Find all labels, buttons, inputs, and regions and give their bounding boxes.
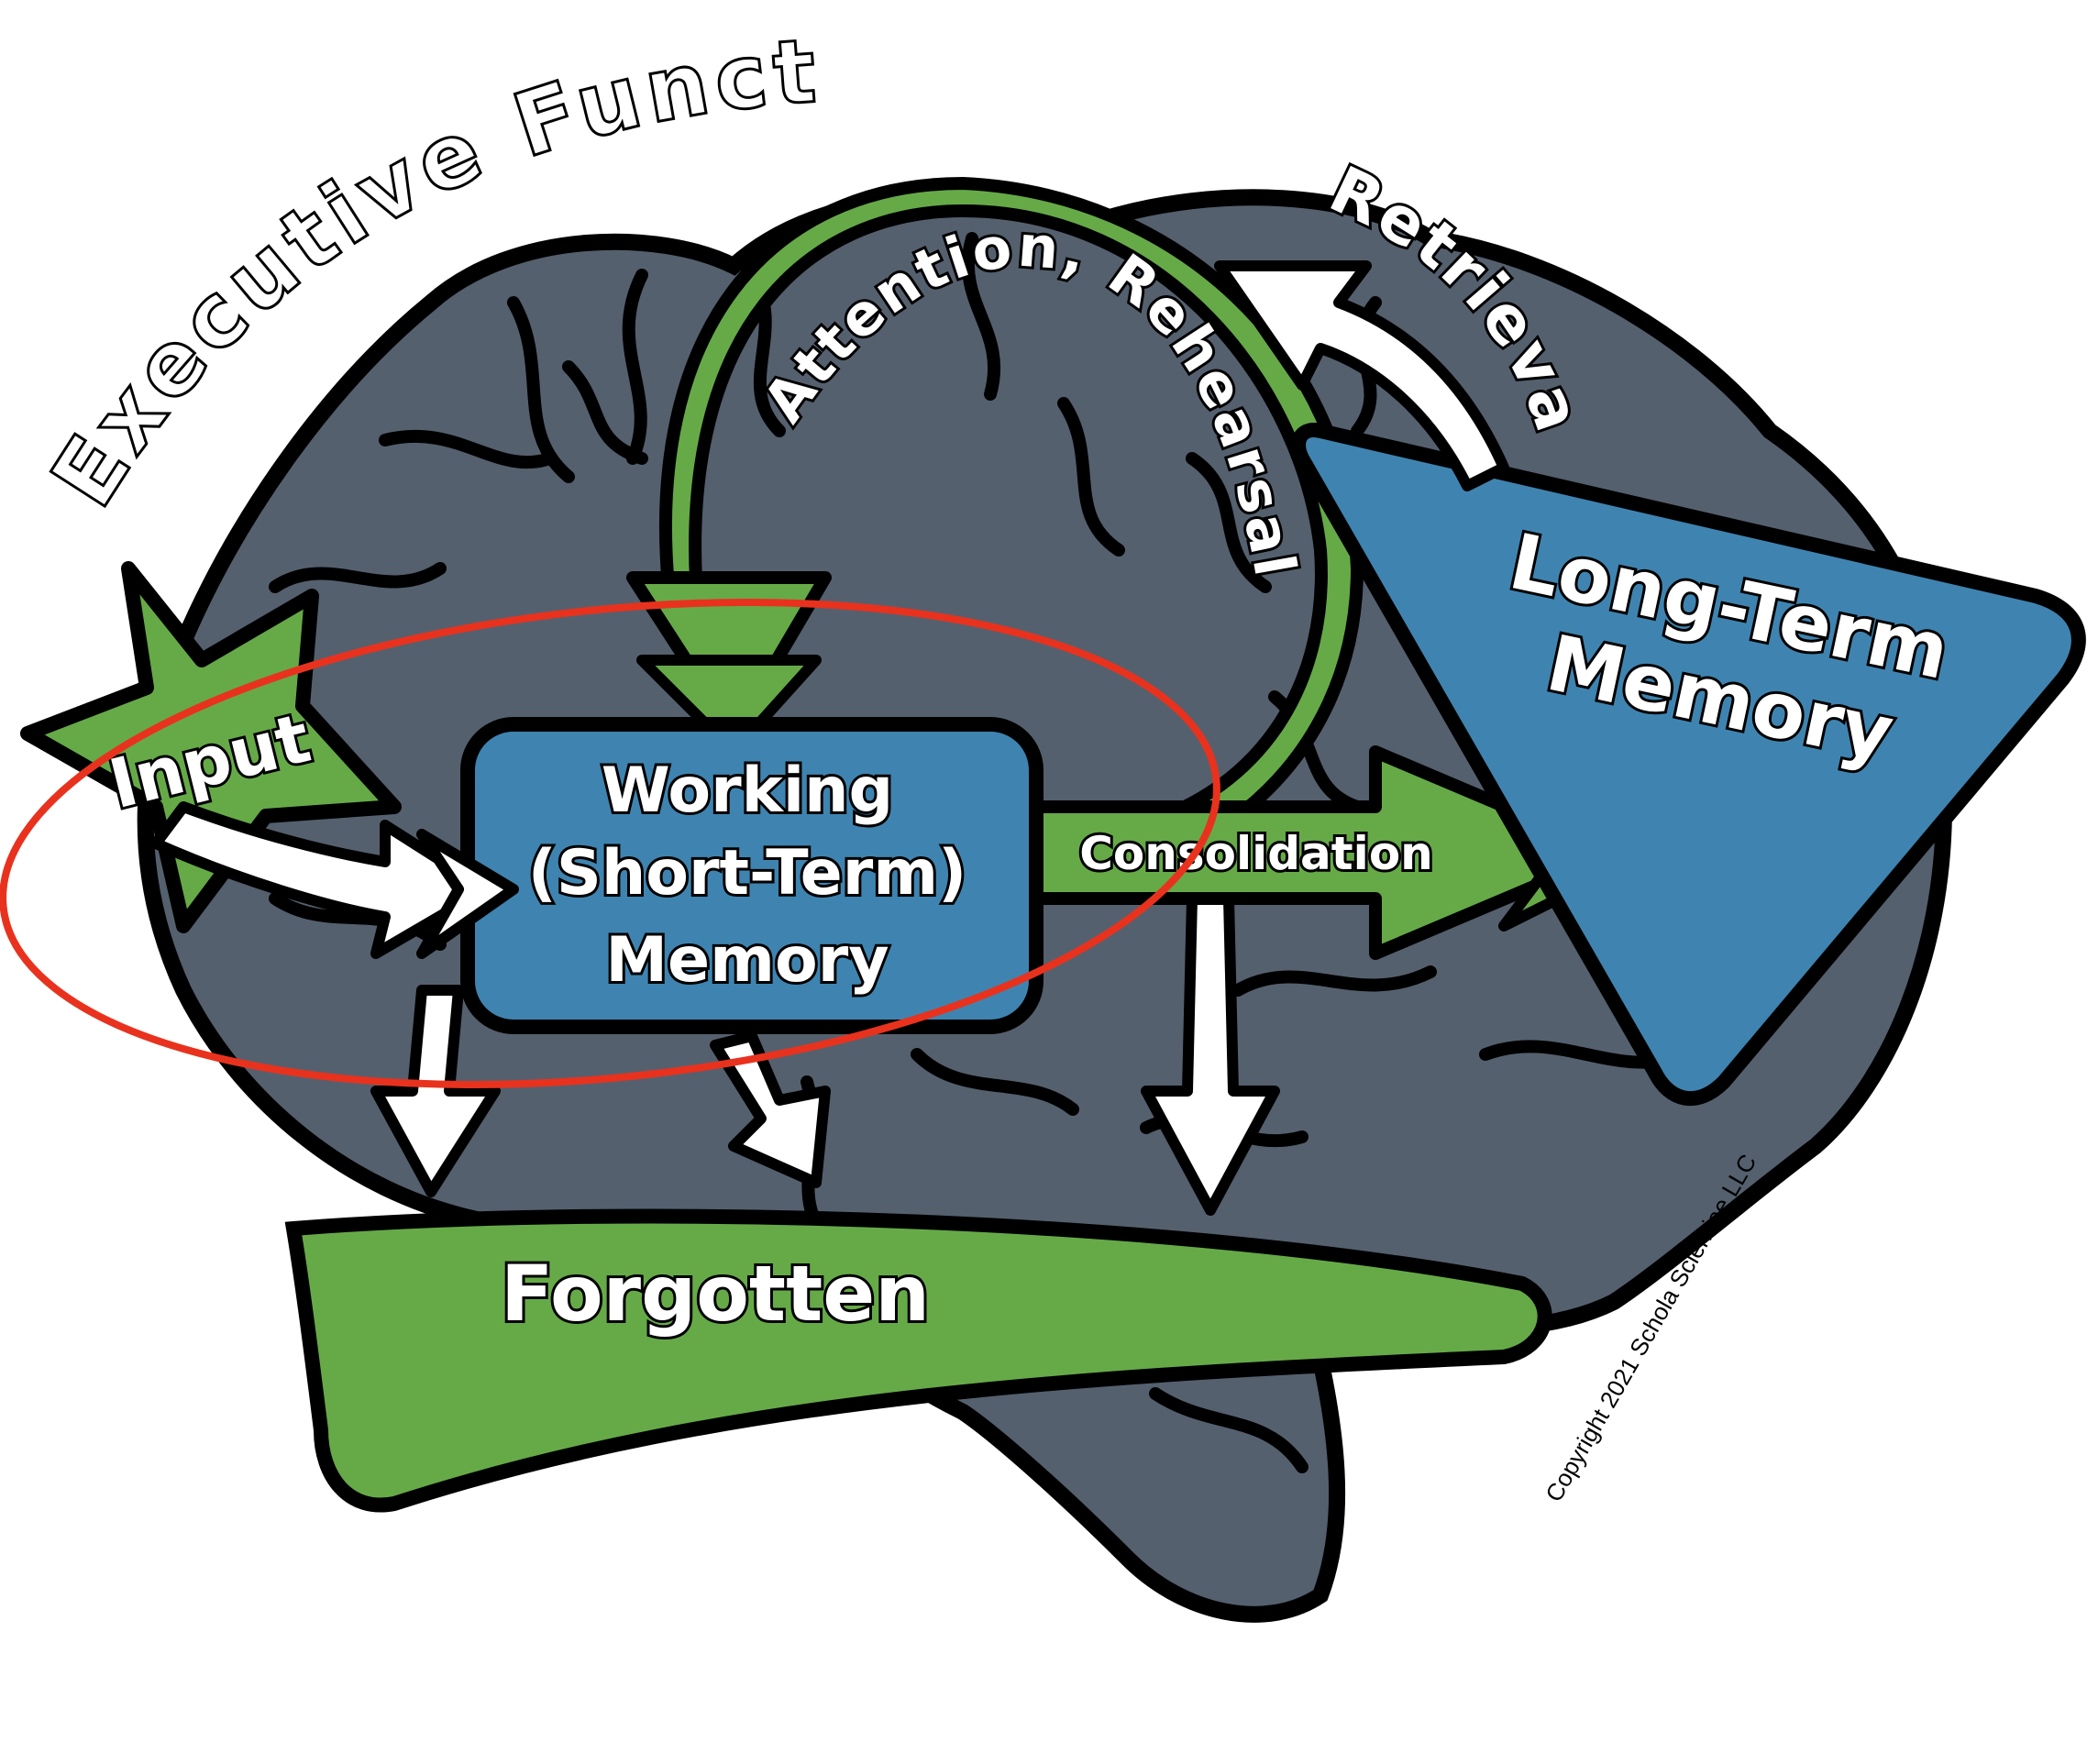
forgotten-label: Forgotten (501, 1249, 930, 1339)
input-to-working-arrow (150, 801, 519, 959)
working-memory-label-line1: Working (602, 755, 893, 827)
highlight-ellipse (0, 599, 1220, 1088)
forgotten-bar (284, 1208, 1552, 1513)
long-term-memory-triangle (1291, 423, 2086, 1106)
retrieval-arrow (1214, 260, 1509, 491)
input-star (20, 561, 402, 933)
forget-arrow-from-working (710, 1031, 831, 1188)
working-memory-label-line3: Memory (605, 924, 889, 997)
forget-arrow-from-input (370, 985, 501, 1197)
forget-arrow-from-consolidation (1141, 893, 1280, 1216)
consolidation-label: Consolidation (1079, 827, 1433, 880)
working-memory-label-line2: (Short-Term) (528, 837, 966, 910)
